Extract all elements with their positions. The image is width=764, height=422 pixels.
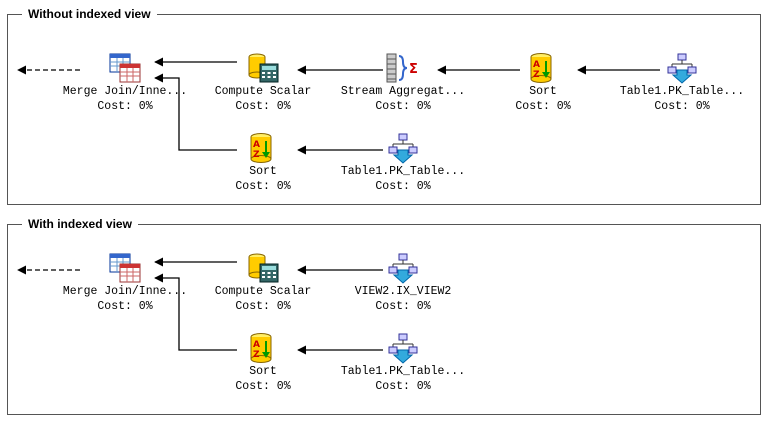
index-scan-icon: [386, 252, 420, 284]
operator-cost: Cost: 0%: [235, 100, 291, 113]
index-scan-icon: [386, 332, 420, 364]
operator-cost: Cost: 0%: [97, 100, 153, 113]
operator-index-scan[interactable]: Table1.PK_Table... Cost: 0%: [607, 52, 757, 114]
operator-index-scan[interactable]: Table1.PK_Table... Cost: 0%: [328, 332, 478, 394]
operator-label: Table1.PK_Table...: [619, 85, 745, 98]
compute-scalar-icon: [246, 52, 280, 84]
index-scan-icon: [386, 132, 420, 164]
operator-cost: Cost: 0%: [375, 100, 431, 113]
operator-sort[interactable]: Sort Cost: 0%: [468, 52, 618, 114]
section-title: With indexed view: [22, 216, 138, 232]
merge-join-icon: [108, 252, 142, 284]
operator-cost: Cost: 0%: [375, 380, 431, 393]
operator-merge-join[interactable]: Merge Join/Inne... Cost: 0%: [50, 252, 200, 314]
plan-with-indexed-view: With indexed view: [7, 216, 761, 415]
operator-label: Merge Join/Inne...: [62, 85, 188, 98]
operator-sort[interactable]: Sort Cost: 0%: [188, 332, 338, 394]
operator-label: Stream Aggregat...: [340, 85, 466, 98]
operator-cost: Cost: 0%: [235, 180, 291, 193]
connector-arrow: [154, 73, 237, 151]
operator-compute-scalar[interactable]: Compute Scalar Cost: 0%: [188, 252, 338, 314]
merge-join-icon: [108, 52, 142, 84]
operator-label: Table1.PK_Table...: [340, 165, 466, 178]
operator-label: Sort: [249, 165, 277, 178]
operator-index-scan[interactable]: Table1.PK_Table... Cost: 0%: [328, 132, 478, 194]
stream-aggregate-icon: [383, 52, 423, 84]
operator-label: Sort: [249, 365, 277, 378]
sort-icon: [526, 52, 560, 84]
plan-without-indexed-view: Without indexed view: [7, 6, 761, 205]
operator-stream-aggregate[interactable]: Stream Aggregat... Cost: 0%: [328, 52, 478, 114]
operator-label: Sort: [529, 85, 557, 98]
operator-label: Compute Scalar: [214, 85, 312, 98]
operator-compute-scalar[interactable]: Compute Scalar Cost: 0%: [188, 52, 338, 114]
connector-arrow: [154, 273, 237, 351]
operator-cost: Cost: 0%: [235, 380, 291, 393]
operator-label: Table1.PK_Table...: [340, 365, 466, 378]
operator-label: VIEW2.IX_VIEW2: [354, 285, 452, 298]
operator-cost: Cost: 0%: [97, 300, 153, 313]
operator-cost: Cost: 0%: [375, 300, 431, 313]
operator-label: Merge Join/Inne...: [62, 285, 188, 298]
operator-cost: Cost: 0%: [375, 180, 431, 193]
operator-label: Compute Scalar: [214, 285, 312, 298]
operator-cost: Cost: 0%: [654, 100, 710, 113]
operator-merge-join[interactable]: Merge Join/Inne... Cost: 0%: [50, 52, 200, 114]
compute-scalar-icon: [246, 252, 280, 284]
operator-cost: Cost: 0%: [235, 300, 291, 313]
operator-cost: Cost: 0%: [515, 100, 571, 113]
operator-index-scan[interactable]: VIEW2.IX_VIEW2 Cost: 0%: [328, 252, 478, 314]
section-title: Without indexed view: [22, 6, 157, 22]
index-scan-icon: [665, 52, 699, 84]
operator-sort[interactable]: Sort Cost: 0%: [188, 132, 338, 194]
sort-icon: [246, 132, 280, 164]
sort-icon: [246, 332, 280, 364]
